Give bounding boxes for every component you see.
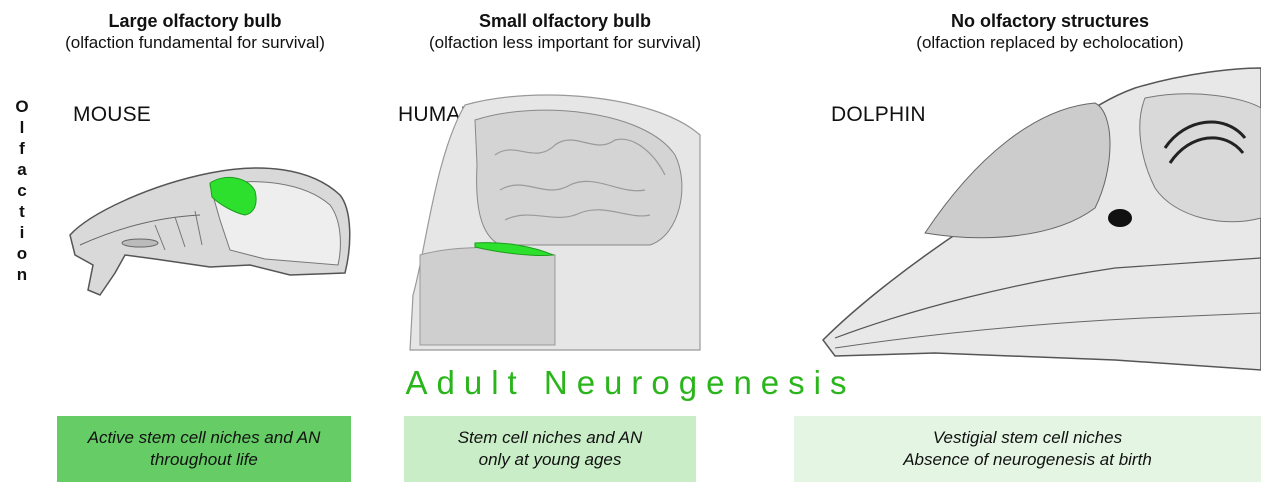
mouse-column-title: Large olfactory bulb — [30, 10, 360, 32]
human-box-line1: Stem cell niches and AN — [404, 427, 696, 449]
human-column-subtitle: (olfaction less important for survival) — [390, 32, 740, 54]
olfaction-letter: f — [14, 138, 30, 159]
dolphin-column-subtitle: (olfaction replaced by echolocation) — [860, 32, 1240, 54]
mouse-tooth-detail — [122, 239, 158, 247]
dolphin-box-line2: Absence of neurogenesis at birth — [794, 449, 1261, 471]
mouse-box-line2: throughout life — [57, 449, 351, 471]
mouse-column-header: Large olfactory bulb (olfaction fundamen… — [30, 10, 360, 54]
dolphin-column-header: No olfactory structures (olfaction repla… — [860, 10, 1240, 54]
olfaction-letter: n — [14, 264, 30, 285]
dolphin-head-illustration — [815, 68, 1261, 370]
olfaction-letter: i — [14, 222, 30, 243]
human-box-line2: only at young ages — [404, 449, 696, 471]
human-column-title: Small olfactory bulb — [390, 10, 740, 32]
mouse-species-label: MOUSE — [73, 103, 151, 127]
olfaction-letter: o — [14, 243, 30, 264]
human-neurogenesis-box: Stem cell niches and AN only at young ag… — [404, 416, 696, 482]
human-head-illustration — [405, 95, 705, 350]
dolphin-box-line1: Vestigial stem cell niches — [794, 427, 1261, 449]
adult-neurogenesis-title: Adult Neurogenesis — [0, 364, 1261, 402]
olfaction-letter: a — [14, 159, 30, 180]
dolphin-neurogenesis-box: Vestigial stem cell niches Absence of ne… — [794, 416, 1261, 482]
human-column-header: Small olfactory bulb (olfaction less imp… — [390, 10, 740, 54]
mouse-skull-illustration — [60, 155, 370, 300]
dolphin-eye — [1108, 209, 1132, 227]
olfaction-letter: t — [14, 201, 30, 222]
dolphin-column-title: No olfactory structures — [860, 10, 1240, 32]
mouse-column-subtitle: (olfaction fundamental for survival) — [30, 32, 360, 54]
mouse-neurogenesis-box: Active stem cell niches and AN throughou… — [57, 416, 351, 482]
olfaction-letter: O — [14, 96, 30, 117]
olfaction-letter: l — [14, 117, 30, 138]
olfaction-letter: c — [14, 180, 30, 201]
human-nasal-cavity — [420, 248, 555, 346]
mouse-box-line1: Active stem cell niches and AN — [57, 427, 351, 449]
